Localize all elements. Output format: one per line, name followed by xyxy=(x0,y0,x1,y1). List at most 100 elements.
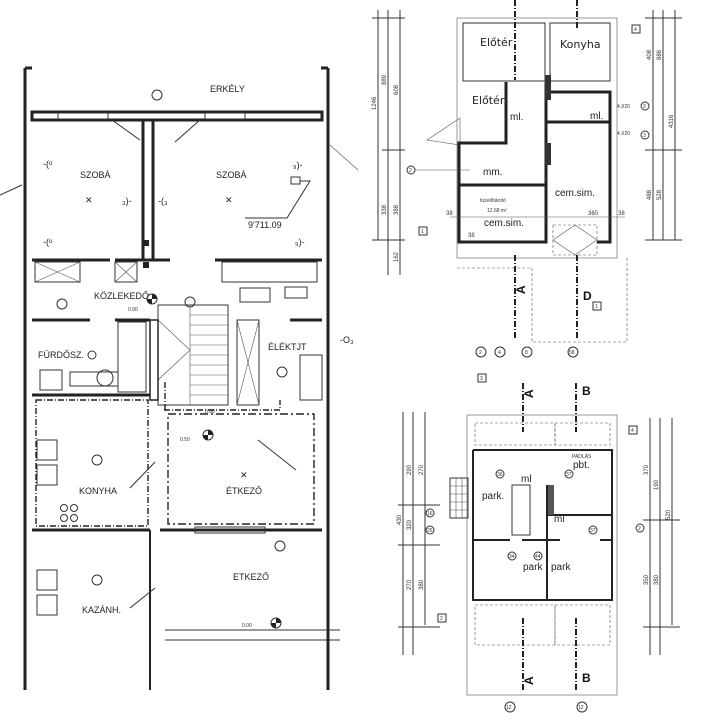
balcony-wall xyxy=(30,110,324,122)
dimension-label: 488 xyxy=(647,189,653,200)
site-outline xyxy=(456,17,618,259)
axis-marker xyxy=(640,101,650,111)
room-number: 37 xyxy=(590,528,596,534)
level-stair: 0.90 xyxy=(205,409,215,415)
room-label-kitchen: KONYHA xyxy=(79,486,117,496)
window-label: 4.X20 xyxy=(617,131,630,137)
room-number: 36 xyxy=(497,472,503,478)
box-marker xyxy=(631,24,641,34)
axis-marker xyxy=(425,525,435,535)
dimension-label: 889 xyxy=(382,74,388,85)
light-fixture-icon xyxy=(151,89,163,101)
dimension-label: 370 xyxy=(644,464,650,475)
axis-marker-label: 2 xyxy=(638,526,641,532)
light-fixture-icon xyxy=(276,366,288,378)
room-label-dining-outside: ETKEZŐ xyxy=(233,572,269,582)
partition-wall xyxy=(141,118,155,262)
section-label-a: A xyxy=(522,676,536,685)
left-dimension-lines xyxy=(398,412,440,655)
counter xyxy=(36,569,58,591)
room-label-ml-1: ml xyxy=(521,474,532,485)
terrace-edge xyxy=(165,629,340,641)
room-label-pbt: pbt. xyxy=(573,460,590,471)
axis-marker-label: 2 xyxy=(479,350,482,356)
room-number: 34 xyxy=(509,554,515,560)
skylight xyxy=(552,224,598,256)
electrical-floor-plan: ERKÉLY SZOBÁ SZOBÁ ✕ ✕ -(ᵒ -(ᵒ ₃)- -(₃ ₉… xyxy=(0,66,359,690)
room-label-entry-1: Előtér xyxy=(480,36,513,49)
box-marker-label: 4 xyxy=(631,428,634,434)
switch-box-icon xyxy=(143,240,149,246)
counter xyxy=(36,464,58,486)
room-label-park-3: park xyxy=(551,562,571,573)
outlet-box-icon xyxy=(39,369,63,391)
room-label-balcony: ERKÉLY xyxy=(210,84,245,94)
room-label-room-left: SZOBÁ xyxy=(80,170,111,180)
cabinet xyxy=(221,261,318,283)
room-label-ml-2: ml. xyxy=(590,111,603,122)
ceiling-light-icon: ✕ xyxy=(85,195,93,205)
window xyxy=(194,526,266,534)
axis-marker-label: 12 xyxy=(506,705,512,711)
room-label-mm: mm. xyxy=(483,167,502,178)
level-room: 9'711.09 xyxy=(248,220,282,230)
section-label-b: B xyxy=(582,384,591,398)
level-hall: 0.90 xyxy=(128,307,138,313)
dimension-label: 270 xyxy=(407,579,413,590)
room-number: 37 xyxy=(566,472,572,478)
axis-marker-label: 26 xyxy=(427,528,433,534)
axis-marker-label: 4 xyxy=(498,350,501,356)
tv-outlet-icon xyxy=(290,176,301,185)
shaft xyxy=(236,319,260,406)
attic-floor-plan: PADLÁS pbt. park. ml ml park park 36 37 … xyxy=(397,383,680,713)
stair-treads xyxy=(157,305,228,405)
dimension-label: 4316 xyxy=(669,114,675,128)
dimension-label: 38 xyxy=(618,211,625,217)
right-dimension-lines xyxy=(643,418,680,655)
box-marker-label: 1 xyxy=(595,304,598,310)
ceiling-light-icon: ✕ xyxy=(225,195,233,205)
socket-icon: -(ᵒ xyxy=(43,237,53,247)
left-dimension-lines xyxy=(372,10,405,275)
light-fixture-icon xyxy=(87,350,97,360)
dimension-label: 430 xyxy=(397,514,403,525)
axis-marker-label: 2 xyxy=(409,168,412,174)
box-marker-label: 3 xyxy=(480,376,483,382)
switch-box-icon xyxy=(143,262,149,268)
floor-type-2: cem.sim. xyxy=(555,188,595,199)
axis-marker-label: 12 xyxy=(578,705,584,711)
door-swing xyxy=(257,439,297,471)
box-marker-label: 2 xyxy=(440,616,443,622)
dimension-label: 360 xyxy=(588,211,599,217)
floor-type-1: cem.sim. xyxy=(484,218,524,229)
room-label-hallway: KÖZLEKEDŐ xyxy=(94,291,149,301)
door-swing xyxy=(174,119,201,143)
door-swing xyxy=(111,119,141,141)
wall xyxy=(149,319,159,401)
door-swing xyxy=(129,461,156,489)
axis-marker xyxy=(504,701,516,713)
room-number-markers: 36 37 34 37 44 xyxy=(495,469,598,561)
dimension-label: 380 xyxy=(654,574,660,585)
dimension-label: 1246 xyxy=(372,96,378,110)
section-label-a: A xyxy=(522,389,536,398)
terrace-outline xyxy=(457,258,628,343)
socket-icon: -(₃ xyxy=(158,196,168,206)
dimension-label: 388 xyxy=(394,204,400,215)
axis-marker-label: 8 xyxy=(525,350,528,356)
axis-marker-label: 58 xyxy=(569,350,575,356)
box-marker xyxy=(628,425,638,435)
room-label-ml-1: ml. xyxy=(510,112,523,123)
box-marker xyxy=(477,373,487,383)
axis-marker xyxy=(635,523,645,533)
room xyxy=(462,22,546,82)
level-dining: 0.50 xyxy=(180,437,190,443)
window-label: 4.X20 xyxy=(617,104,630,110)
chimney xyxy=(548,485,554,515)
dimension-label: 38 xyxy=(468,233,475,239)
box-marker-label: 4 xyxy=(634,27,637,33)
dimension-label: 190 xyxy=(654,479,660,490)
box-marker xyxy=(418,226,428,236)
right-dimension-lines xyxy=(645,10,682,241)
site-outline xyxy=(466,414,618,696)
